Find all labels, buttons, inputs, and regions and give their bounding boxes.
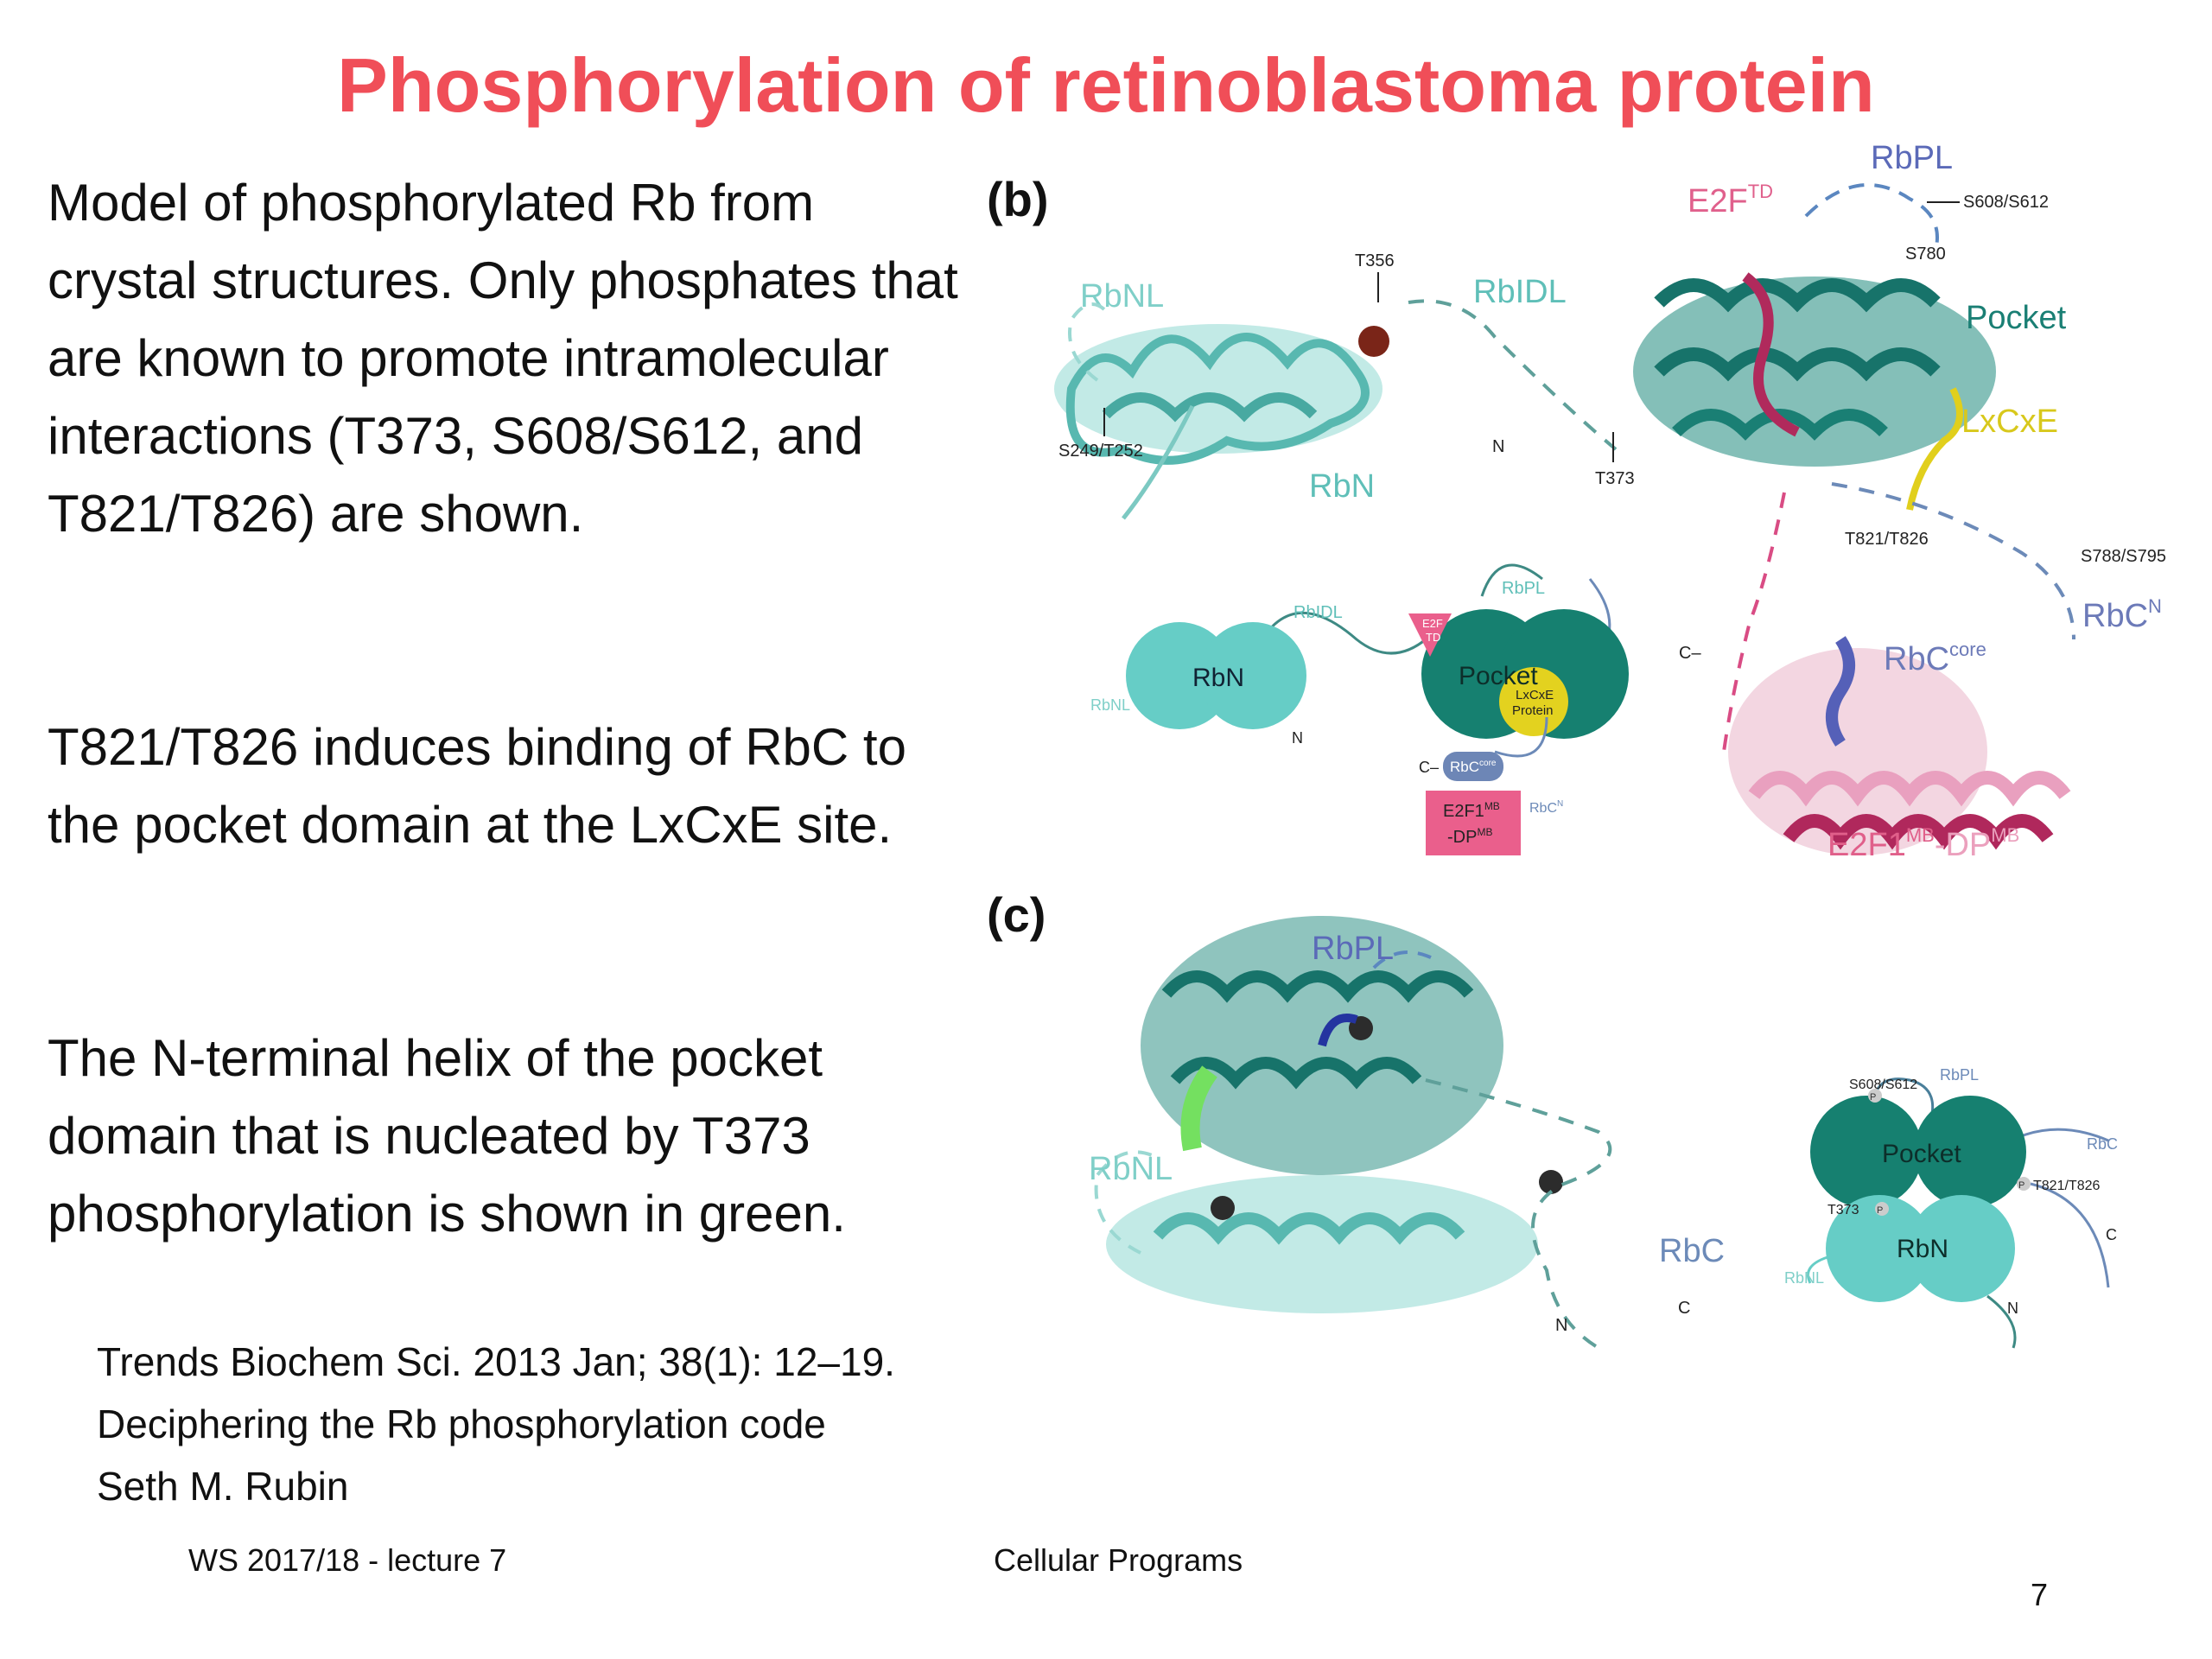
site-c-b: C– <box>1679 644 1701 663</box>
label-e2f-td: E2FTD <box>1688 181 1773 219</box>
rbn-structure <box>1054 324 1389 520</box>
panel-b-letter: (b) <box>987 172 1049 226</box>
reference-journal: Trends Biochem Sci. 2013 Jan; 38(1): 12–… <box>97 1339 895 1384</box>
schem-b-lxcxe-1: LxCxE <box>1516 688 1554 702</box>
c-schem-p3: P <box>2018 1180 2024 1191</box>
schem-b-e2f1-2: -DPMB <box>1447 826 1492 847</box>
reference-author: Seth M. Rubin <box>97 1464 349 1509</box>
schem-b-rbn: RbN <box>1192 664 1244 692</box>
c-label-n: N <box>1555 1316 1567 1335</box>
label-rbnl: RbNL <box>1080 278 1164 315</box>
c-schem-s608: S608/S612 <box>1849 1077 1917 1092</box>
label-rbn: RbN <box>1309 468 1375 505</box>
site-t373: T373 <box>1595 469 1635 488</box>
site-s788: S788/S795 <box>2081 547 2166 566</box>
schem-b-lxcxe-2: Protein <box>1512 703 1554 718</box>
label-e2f1-dp: E2F1MB-DPMB <box>1827 824 2019 863</box>
paragraph-rbc-binding: T821/T826 induces binding of RbC to the … <box>48 718 906 854</box>
panel-b-schematic <box>1126 563 1629 855</box>
panel-c-letter: (c) <box>987 887 1046 942</box>
page-number: 7 <box>2031 1577 2049 1612</box>
c-schem-rbn: RbN <box>1897 1235 1948 1263</box>
rb-structure-figure: (b) RbNL RbIDL RbN T356 S249/T252 N RbPL… <box>987 140 2166 1350</box>
site-t821: T821/T826 <box>1845 530 1929 549</box>
label-rbc-n: RbCN <box>2082 595 2162 634</box>
site-t356: T356 <box>1355 251 1395 270</box>
schem-b-n: N <box>1292 729 1303 747</box>
panel-c-schematic <box>1807 1077 2110 1349</box>
schem-b-pocket: Pocket <box>1459 662 1538 690</box>
c-schem-t821: T821/T826 <box>2033 1179 2100 1193</box>
reference-block: Trends Biochem Sci. 2013 Jan; 38(1): 12–… <box>97 1331 895 1517</box>
schem-b-rbnl: RbNL <box>1090 696 1130 714</box>
label-pocket: Pocket <box>1966 300 2067 336</box>
c-schem-pocket: Pocket <box>1882 1140 1961 1168</box>
c-schem-t373: T373 <box>1827 1203 1859 1217</box>
pocket-structure <box>1633 272 1996 511</box>
schem-b-e2f1-1: E2F1MB <box>1443 800 1500 821</box>
c-schem-rbnl: RbNL <box>1784 1269 1824 1287</box>
label-rbc-core: RbCcore <box>1884 639 1986 677</box>
c-schem-p2: P <box>1877 1205 1883 1216</box>
c-label-rbpl: RbPL <box>1312 931 1394 967</box>
c-label-rbnl: RbNL <box>1089 1151 1173 1187</box>
paragraph-n-terminal-helix: The N-terminal helix of the pocket domai… <box>48 1029 846 1243</box>
site-s608: S608/S612 <box>1963 193 2049 212</box>
label-lxcxe: LxCxE <box>1961 404 2058 440</box>
schem-b-e2f-2: TD <box>1426 631 1440 644</box>
schem-b-rbidl: RbIDL <box>1294 603 1343 622</box>
rbpl-loop <box>1804 183 1939 251</box>
paragraph-model-description: Model of phosphorylated Rb from crystal … <box>48 174 958 543</box>
schem-b-rbc-core: RbCcore <box>1450 759 1497 775</box>
schem-b-e2f-1: E2F <box>1422 617 1443 630</box>
reference-title: Deciphering the Rb phosphorylation code <box>97 1402 826 1446</box>
site-s249: S249/T252 <box>1058 442 1143 461</box>
schem-b-c: C– <box>1419 759 1439 776</box>
e2f-loop <box>1722 492 1786 753</box>
c-schem-rbc: RbC <box>2087 1135 2118 1153</box>
c-schem-p1: P <box>1870 1092 1876 1103</box>
label-rbpl: RbPL <box>1871 140 1953 176</box>
c-label-c: C <box>1678 1299 1690 1318</box>
rbcn-loop <box>1831 482 2075 640</box>
slide-title: Phosphorylation of retinoblastoma protei… <box>337 42 1875 128</box>
site-n-b: N <box>1492 437 1504 456</box>
footer-course: Cellular Programs <box>994 1542 1243 1578</box>
site-s780: S780 <box>1905 245 1946 264</box>
footer-lecture: WS 2017/18 - lecture 7 <box>188 1542 507 1578</box>
rbc-e2f1-structure <box>1728 636 2071 855</box>
label-rbidl: RbIDL <box>1473 274 1567 310</box>
rbidl-loop <box>1408 299 1618 451</box>
rbnl-loop <box>1068 302 1108 382</box>
schem-b-rbpl: RbPL <box>1502 579 1545 598</box>
c-label-rbc: RbC <box>1659 1233 1725 1269</box>
schem-b-rbc-n: RbCN <box>1529 799 1563 816</box>
c-schem-rbpl: RbPL <box>1940 1066 1979 1084</box>
c-schem-n: N <box>2007 1300 2018 1317</box>
c-schem-c: C <box>2106 1226 2117 1243</box>
panel-c-structure <box>1094 916 1612 1350</box>
